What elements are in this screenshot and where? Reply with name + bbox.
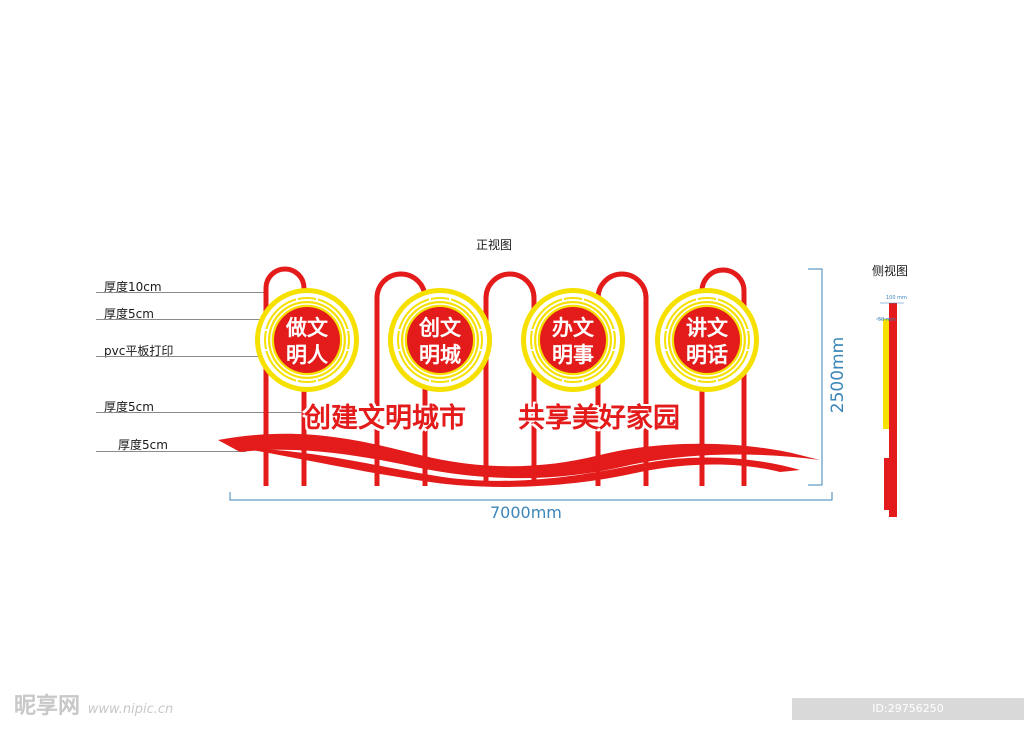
slogan-right: 共享美好家园 xyxy=(518,403,680,434)
arch-tube xyxy=(263,266,307,486)
ribbon-wave xyxy=(218,433,820,479)
height-dimension-label: 2500mm xyxy=(828,336,848,414)
front-view-drawing xyxy=(218,266,904,517)
watermark-brand: 昵享网 www.nipic.cn xyxy=(14,694,174,719)
leader-line xyxy=(96,319,266,320)
leader-line xyxy=(96,356,266,357)
leader-line xyxy=(96,412,301,413)
watermark-id-bar: ID:29756250 NO:20221019092918761102 xyxy=(792,698,1024,737)
ribbon-wave xyxy=(240,448,800,487)
medallion-3-text: 办文明事 xyxy=(552,316,594,367)
leader-line xyxy=(96,451,246,452)
callout-pvc-print: pvc平板打印 xyxy=(104,344,174,358)
medallion-2-text: 创文明城 xyxy=(419,316,461,367)
callout-thickness-5cm-b: 厚度5cm xyxy=(104,400,154,414)
callout-thickness-5cm-c: 厚度5cm xyxy=(118,438,168,452)
side-view-title: 侧视图 xyxy=(872,264,909,278)
front-view-title: 正视图 xyxy=(476,238,513,252)
side-mid-dimension: 50 mm xyxy=(878,317,896,323)
callout-thickness-10cm: 厚度10cm xyxy=(104,280,162,294)
side-profile-sign xyxy=(883,319,889,429)
slogan-left: 创建文明城市 xyxy=(304,403,466,434)
side-profile-base xyxy=(884,458,889,510)
arch-tube xyxy=(595,271,649,486)
medallion-1-text: 做文明人 xyxy=(286,316,328,367)
leader-line xyxy=(96,292,266,293)
width-dimension-label: 7000mm xyxy=(490,503,562,522)
side-profile-post xyxy=(889,303,897,517)
callout-thickness-5cm-a: 厚度5cm xyxy=(104,307,154,321)
medallion-4-text: 讲文明话 xyxy=(686,316,728,367)
arch-tube xyxy=(483,271,537,486)
arch-tube xyxy=(699,267,747,486)
side-top-dimension: 100 mm xyxy=(886,295,907,301)
